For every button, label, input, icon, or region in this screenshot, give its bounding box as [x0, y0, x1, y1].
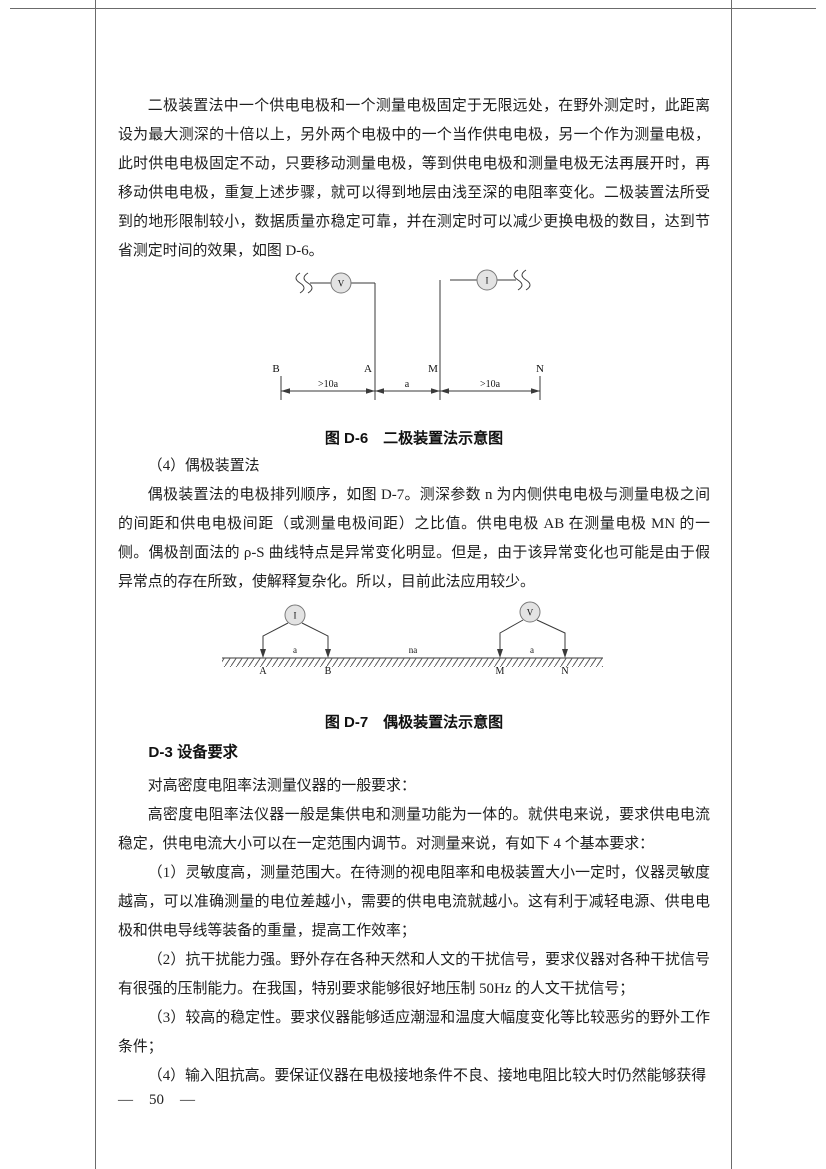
page-number: 50 — [149, 1092, 164, 1108]
fig6-dim-am-label: a — [405, 379, 410, 390]
paragraph-general-requirement: 对高密度电阻率法测量仪器的一般要求： — [147, 778, 416, 794]
figure-d7-caption: 图 D-7 偶极装置法示意图 — [324, 714, 504, 731]
fig6-ammeter-label: I — [486, 276, 489, 286]
voltmeter-icon — [330, 272, 352, 294]
ammeter-icon — [476, 269, 498, 291]
paragraph-two-pole-method: 二极装置法中一个供电电极和一个测量电极固定于无限远处，在野外测定时，此距离设为最… — [118, 98, 710, 259]
figure-d6-two-pole-diagram: V I B A M N >10a a >10a — [272, 269, 544, 400]
fig6-electrode-m-label: M — [428, 363, 438, 375]
paragraph-instrument-function: 高密度电阻率法仪器一般是集供电和测量功能为一体的。就供电来说，要求供电电流稳定，… — [118, 807, 710, 852]
voltmeter-icon — [519, 601, 541, 623]
wire-break-icon — [513, 269, 523, 291]
fig7-voltmeter-label: V — [527, 608, 534, 618]
heading-equipment-requirements: D-3 设备要求 — [148, 744, 238, 761]
wire-break-icon — [521, 269, 531, 291]
fig7-dim-mn-label: a — [530, 645, 534, 655]
fig7-ammeter-label: I — [294, 611, 297, 621]
fig7-dim-bm-label: na — [409, 645, 418, 655]
fig6-electrode-b-label: B — [272, 363, 279, 375]
ammeter-icon — [284, 604, 306, 626]
fig7-electrode-m-label: M — [496, 666, 505, 677]
figure-d7-dipole-diagram: I V a na a A B M N — [222, 601, 603, 677]
page-frame-right-line — [731, 0, 732, 1169]
page-footer: — 50 — — [118, 1090, 195, 1110]
figure-d6-caption: 图 D-6 二极装置法示意图 — [324, 430, 504, 447]
wire-break-icon — [295, 272, 305, 294]
requirement-item-1: （1）灵敏度高，测量范围大。在待测的视电阻率和电极装置大小一定时，仪器灵敏度越高… — [118, 865, 710, 939]
heading-dipole-method: （4）偶极装置法 — [147, 458, 260, 474]
page-frame-top-line — [10, 8, 816, 9]
fig6-electrode-a-label: A — [364, 363, 372, 375]
requirement-item-4: （4）输入阻抗高。要保证仪器在电极接地条件不良、接地电阻比较大时仍然能够获得 — [147, 1068, 707, 1084]
footer-dash-left: — — [118, 1092, 133, 1108]
fig6-voltmeter-label: V — [338, 279, 345, 289]
equipment-requirements-text: 对高密度电阻率法测量仪器的一般要求： 高密度电阻率法仪器一般是集供电和测量功能为… — [118, 772, 710, 1091]
fig7-electrode-b-label: B — [325, 666, 332, 677]
fig6-dim-mn-label: >10a — [480, 379, 501, 390]
fig6-dim-ba-label: >10a — [318, 379, 339, 390]
page-frame-left-line — [95, 0, 96, 1169]
requirement-item-3: （3）较高的稳定性。要求仪器能够适应潮湿和温度大幅度变化等比较恶劣的野外工作条件… — [118, 1010, 710, 1055]
wire-break-icon — [303, 272, 313, 294]
paragraph-dipole-method: 偶极装置法的电极排列顺序，如图 D-7。测深参数 n 为内侧供电电极与测量电极之… — [118, 487, 710, 590]
footer-dash-right: — — [180, 1092, 195, 1108]
fig7-dim-ab-label: a — [293, 645, 297, 655]
requirement-item-2: （2）抗干扰能力强。野外存在各种天然和人文的干扰信号，要求仪器对各种干扰信号有很… — [118, 952, 710, 997]
ground-hatch — [222, 658, 603, 667]
fig7-electrode-n-label: N — [561, 666, 568, 677]
fig6-electrode-n-label: N — [536, 363, 544, 375]
fig7-electrode-a-label: A — [259, 666, 267, 677]
